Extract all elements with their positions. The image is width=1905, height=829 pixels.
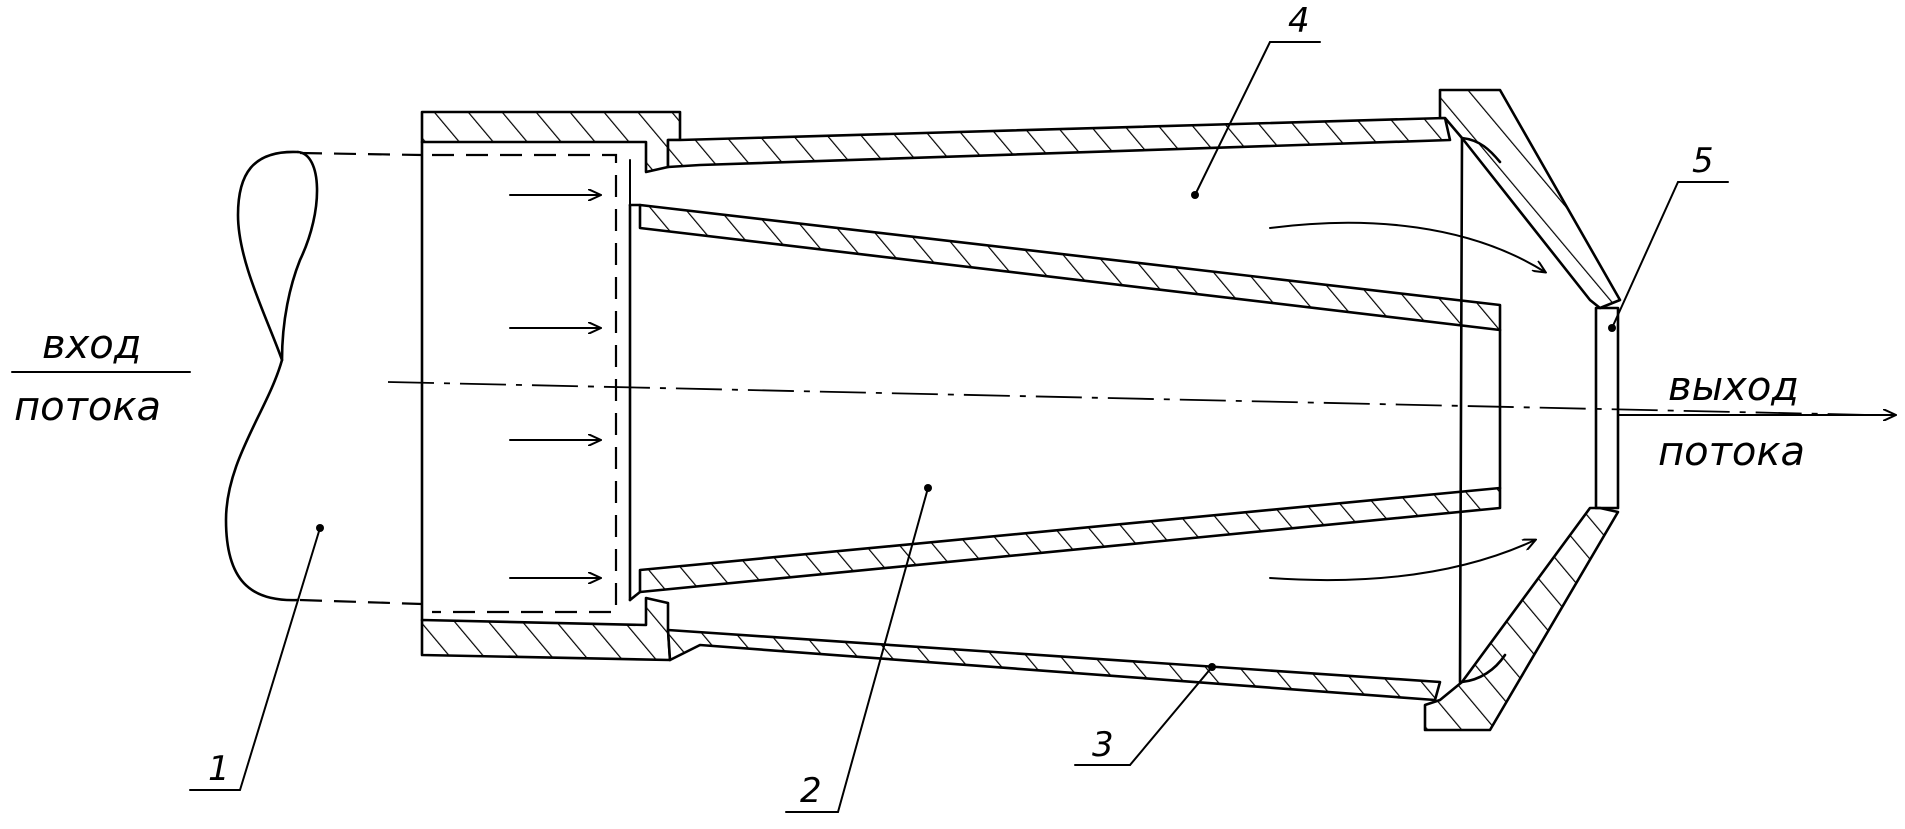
callout-2: 2	[800, 771, 822, 811]
fan-blade	[224, 150, 319, 602]
callout-5: 5	[1692, 141, 1714, 181]
inner-cone	[628, 203, 1502, 602]
callout-1: 1	[208, 749, 230, 789]
callout-4: 4	[1288, 1, 1310, 41]
outlet-label-bottom: потока	[1658, 429, 1805, 475]
outlet-label-top: выход	[1668, 364, 1799, 410]
inlet-label-bottom: потока	[14, 384, 161, 430]
chamber-section-line	[1458, 136, 1464, 684]
annular-flow-arrows	[1269, 221, 1545, 582]
converging-end-cap	[1423, 88, 1622, 732]
centerline-axis	[387, 381, 1871, 416]
flow-boundary-dashed	[299, 151, 423, 606]
outlet-nozzle-ring	[1594, 306, 1620, 510]
inlet-flow-arrows	[509, 195, 600, 578]
inlet-label-top: вход	[42, 322, 141, 368]
callout-3: 3	[1092, 725, 1114, 765]
outer-cone-body	[666, 116, 1452, 702]
callout-leaders	[189, 41, 1729, 813]
